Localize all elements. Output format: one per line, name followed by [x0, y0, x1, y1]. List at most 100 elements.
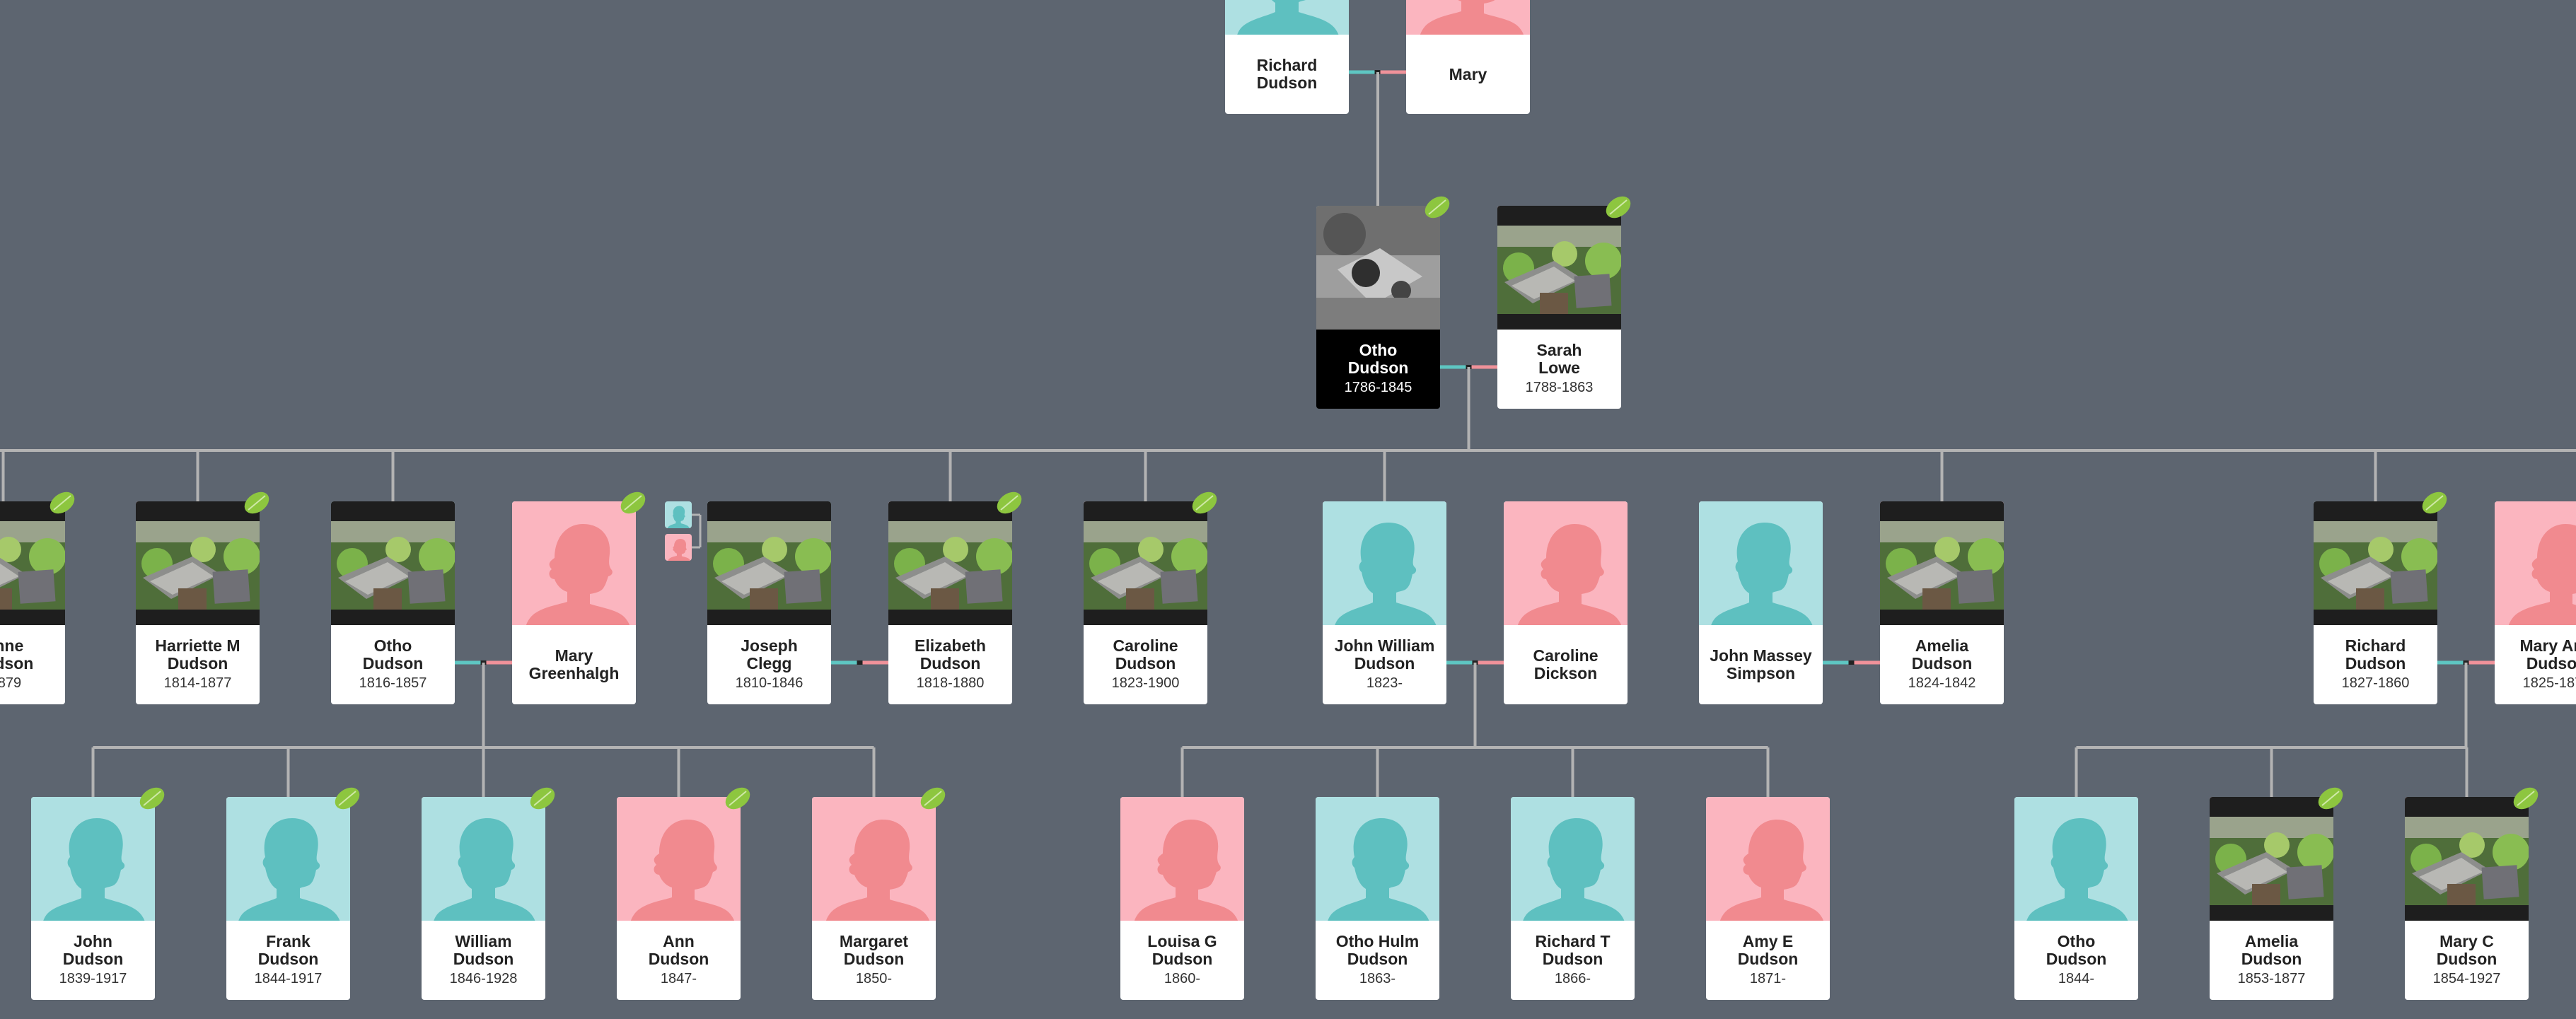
hint-leaf-icon[interactable] [722, 783, 753, 814]
couple-link-dot [1466, 365, 1472, 369]
person-name: Harriette M Dudson [155, 636, 240, 672]
person-name: Mary Greenhalgh [528, 646, 620, 682]
hint-leaf-icon[interactable] [1422, 192, 1453, 223]
hint-leaf-icon[interactable] [2419, 487, 2450, 518]
grave-photo-icon [331, 521, 455, 610]
person-photo [1504, 501, 1628, 625]
male-silhouette-icon [2026, 818, 2128, 921]
male-silhouette-icon [1328, 818, 1429, 921]
person-info: John William Dudson 1823- [1323, 625, 1446, 704]
hint-leaf-icon[interactable] [137, 783, 168, 814]
person-card-caroline-d[interactable]: Caroline Dickson [1504, 501, 1628, 704]
person-photo [707, 501, 831, 625]
grave-photo-icon [2210, 817, 2333, 905]
male-silhouette-icon [1523, 818, 1625, 921]
female-silhouette-icon [2509, 524, 2576, 625]
person-name: Richard T Dudson [1535, 932, 1611, 968]
person-card-mary-sr[interactable]: Mary [1406, 0, 1530, 114]
person-dates: 1810-1846 [735, 675, 803, 691]
hint-leaf-icon[interactable] [2510, 783, 2541, 814]
person-card-richard-sr[interactable]: Richard Dudson [1225, 0, 1349, 114]
person-photo [331, 501, 455, 625]
male-parent-toggle-icon[interactable] [665, 501, 692, 528]
person-photo [2495, 501, 2576, 625]
couple-link-dot [1472, 660, 1478, 665]
person-name: John William Dudson [1334, 636, 1435, 672]
person-card-mary-ann[interactable]: Mary Ann Dudson1825-1879 [2495, 501, 2576, 704]
person-name: Mary [1449, 64, 1487, 83]
person-name: Amelia Dudson [1911, 636, 1973, 672]
person-photo [512, 501, 636, 625]
person-dates: 1844-1917 [254, 971, 323, 986]
couple-link-dot [480, 660, 487, 665]
hint-leaf-icon[interactable] [917, 783, 948, 814]
female-silhouette-icon [631, 820, 734, 921]
person-card-john-william[interactable]: John William Dudson 1823- [1323, 501, 1446, 704]
hint-leaf-icon[interactable] [47, 487, 78, 518]
person-dates: 1788-1863 [1525, 380, 1594, 395]
hint-leaf-icon[interactable] [527, 783, 558, 814]
hint-leaf-icon[interactable] [994, 487, 1025, 518]
person-card-mary-g[interactable]: Mary Greenhalgh [512, 501, 636, 704]
hint-leaf-icon[interactable] [1603, 192, 1634, 223]
person-card-anne[interactable]: Anne Dudson-1879 [0, 501, 65, 704]
hint-leaf-icon[interactable] [617, 487, 649, 518]
person-name: Caroline Dudson [1113, 636, 1178, 672]
person-dates: 1823- [1366, 675, 1403, 691]
female-silhouette-icon [526, 524, 630, 625]
person-dates: 1854-1927 [2432, 971, 2501, 986]
person-name: Margaret Dudson [839, 932, 909, 968]
hint-leaf-icon[interactable] [2315, 783, 2346, 814]
person-dates: 1871- [1749, 971, 1787, 986]
person-photo [888, 501, 1012, 625]
person-card-john-massey[interactable]: John Massey Simpson [1699, 501, 1823, 704]
person-photo [1225, 0, 1349, 35]
person-dates: 1860- [1164, 971, 1201, 986]
grave-photo-icon [707, 521, 831, 610]
male-silhouette-icon [434, 818, 535, 921]
hint-leaf-icon[interactable] [241, 487, 272, 518]
female-parent-toggle-icon[interactable] [665, 534, 692, 561]
person-dates: -1879 [0, 675, 22, 691]
hint-leaf-icon[interactable] [1189, 487, 1220, 518]
person-dates: 1839-1917 [59, 971, 127, 986]
person-name: Elizabeth Dudson [915, 636, 986, 672]
person-name: Richard Dudson [2345, 636, 2406, 672]
couple-link-dot [857, 660, 863, 665]
hint-leaf-icon[interactable] [332, 783, 363, 814]
person-dates: 1863- [1359, 971, 1396, 986]
person-photo [31, 797, 155, 921]
female-silhouette-icon [668, 538, 691, 561]
person-photo [812, 797, 936, 921]
person-dates: 1847- [660, 971, 697, 986]
person-photo [226, 797, 350, 921]
